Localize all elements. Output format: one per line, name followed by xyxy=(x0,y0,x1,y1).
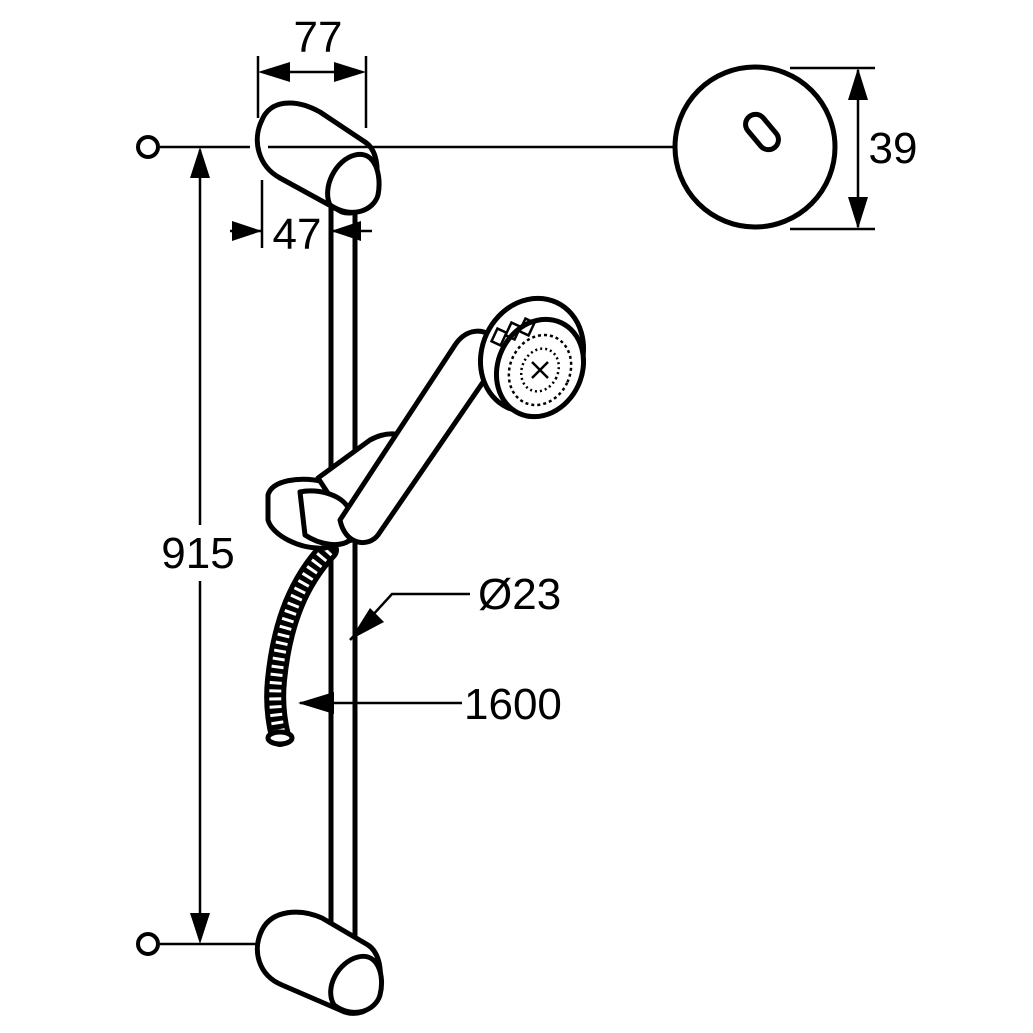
hand-shower xyxy=(337,295,587,545)
top-wall-anchor xyxy=(136,135,160,159)
bottom-wall-anchor xyxy=(136,932,160,956)
bracket-width-label: 77 xyxy=(294,13,343,62)
hose-length-callout: 1600 xyxy=(298,680,562,729)
bracket-width-dimension: 77 xyxy=(256,13,368,128)
hose-length-label: 1600 xyxy=(464,680,562,729)
rosette-height-label: 39 xyxy=(869,124,918,173)
top-wall-bracket xyxy=(254,100,382,216)
bracket-depth-label: 47 xyxy=(273,210,322,259)
bracket-depth-dimension: 47 xyxy=(230,180,372,259)
rail-length-dimension: 915 xyxy=(150,147,250,944)
rail-length-label: 915 xyxy=(161,529,234,578)
wall-rosette xyxy=(672,64,838,230)
hose-end-fitting xyxy=(265,729,295,747)
rail-diameter-label: Ø23 xyxy=(478,570,561,619)
rail-diameter-callout: Ø23 xyxy=(349,570,561,641)
rosette-height-dimension: 39 xyxy=(790,66,918,231)
shower-hose-coil xyxy=(269,545,333,738)
bottom-wall-bracket xyxy=(254,909,385,1016)
